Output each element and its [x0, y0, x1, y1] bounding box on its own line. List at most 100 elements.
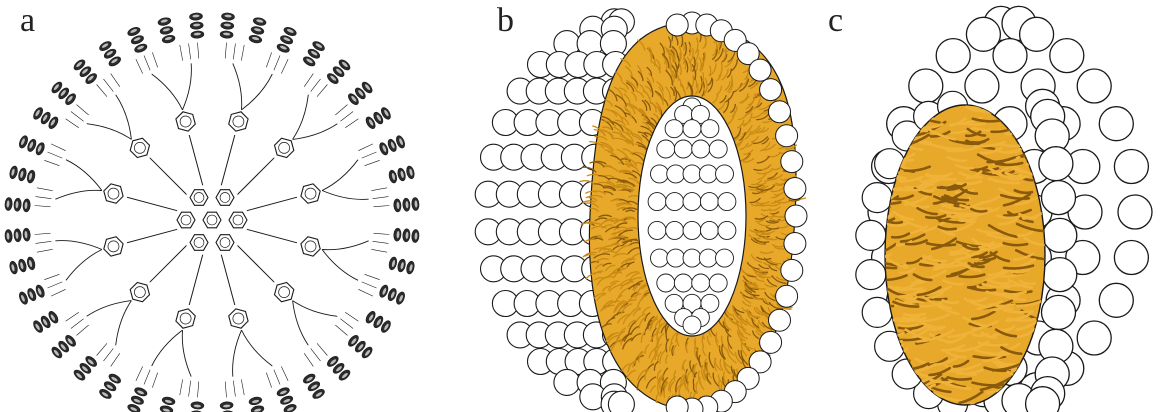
sub-branch-linker: [242, 74, 273, 110]
terminal-end-group: [5, 229, 13, 243]
terminal-linker: [36, 197, 52, 199]
branch-benzene-ring: [130, 283, 149, 302]
lipid-head: [749, 59, 771, 81]
terminal-linker: [311, 348, 321, 361]
terminal-end-group: [9, 165, 19, 179]
terminal-end-group: [5, 197, 13, 211]
branch-benzene-ring: [104, 237, 123, 256]
lipid-head: [776, 285, 798, 307]
terminal-end-group: [9, 260, 19, 274]
surfactant-head: [936, 39, 970, 73]
branch-linker: [247, 229, 297, 243]
sub-branch-linker: [55, 190, 102, 199]
terminal-linker: [281, 366, 288, 381]
terminal-end-group: [397, 167, 407, 181]
terminal-linker: [144, 370, 150, 385]
terminal-linker: [44, 274, 59, 279]
terminal-linker: [198, 43, 199, 59]
terminal-linker: [304, 74, 313, 87]
terminal-linker: [340, 319, 353, 329]
branch-linker: [247, 197, 297, 211]
terminal-linker: [189, 381, 191, 397]
terminal-linker: [180, 379, 183, 395]
branch-benzene-ring: [301, 184, 320, 203]
terminal-linker: [44, 160, 59, 165]
branch-benzene-ring: [229, 112, 248, 131]
terminal-end-group: [220, 31, 234, 39]
branch-linker: [150, 158, 187, 195]
branch-benzene-ring: [275, 138, 294, 157]
terminal-linker: [340, 112, 353, 122]
terminal-linker: [180, 45, 183, 61]
core-benzene-ring: [190, 190, 208, 206]
terminal-linker: [77, 325, 89, 335]
terminal-linker: [225, 382, 226, 398]
lipid-head: [781, 259, 803, 281]
terminal-end-group: [14, 198, 22, 212]
terminal-linker: [345, 119, 358, 128]
terminal-linker: [35, 206, 51, 207]
terminal-end-group: [23, 228, 31, 242]
terminal-linker: [189, 44, 191, 60]
lipid-head: [692, 140, 710, 158]
terminal-end-group: [189, 13, 203, 21]
terminal-linker: [71, 319, 84, 329]
sub-branch-linker: [152, 330, 183, 366]
terminal-linker: [77, 105, 89, 115]
terminal-end-group: [393, 228, 401, 242]
lipid-head: [718, 193, 736, 211]
core-benzene-ring: [229, 212, 247, 228]
surfactant-head: [993, 39, 1027, 73]
terminal-end-group: [402, 198, 410, 212]
lipid-head: [608, 391, 634, 412]
dendrimer-structure: [5, 13, 420, 412]
lipid-head: [674, 274, 692, 292]
terminal-linker: [136, 59, 143, 74]
branch-linker: [127, 197, 177, 211]
lipid-head: [683, 249, 701, 267]
lipid-head: [781, 151, 803, 173]
lipid-head: [699, 165, 717, 183]
terminal-end-group: [393, 199, 401, 213]
sub-branch-linker: [293, 301, 338, 317]
terminal-end-group: [405, 165, 415, 179]
terminal-linker: [36, 241, 52, 243]
terminal-end-group: [26, 169, 36, 183]
lipid-head: [699, 249, 717, 267]
lipid-head: [683, 193, 701, 211]
terminal-linker: [311, 79, 321, 92]
surfactant-head: [862, 183, 892, 213]
sub-branch-linker: [322, 160, 358, 191]
vesicle-cross-section: [475, 9, 807, 412]
terminal-linker: [37, 188, 53, 191]
terminal-end-group: [17, 258, 27, 272]
terminal-end-group: [14, 229, 22, 243]
lipid-head: [784, 178, 806, 200]
terminal-linker: [371, 188, 387, 191]
terminal-linker: [104, 348, 114, 361]
terminal-linker: [371, 249, 387, 252]
terminal-linker: [373, 197, 389, 199]
terminal-end-group: [405, 260, 415, 274]
branch-benzene-ring: [176, 112, 195, 131]
sub-branch-linker: [242, 330, 273, 366]
lipid-head: [667, 249, 685, 267]
sub-branch-linker: [116, 95, 132, 140]
terminal-end-group: [248, 34, 262, 44]
terminal-linker: [335, 325, 347, 335]
terminal-linker: [152, 373, 157, 388]
branch-benzene-ring: [176, 309, 195, 328]
sub-branch-linker: [152, 74, 183, 110]
surfactant-tail: [855, 398, 886, 403]
terminal-linker: [144, 56, 150, 71]
sub-branch-linker: [322, 241, 369, 250]
terminal-end-group: [191, 31, 205, 39]
lipid-head: [683, 165, 701, 183]
sub-branch-linker: [183, 63, 192, 110]
surfactant-head: [1099, 283, 1133, 317]
sub-branch-linker: [233, 63, 242, 110]
lipid-head: [784, 233, 806, 255]
lipid-head: [683, 316, 701, 334]
terminal-linker: [66, 119, 79, 128]
terminal-end-group: [221, 13, 235, 21]
